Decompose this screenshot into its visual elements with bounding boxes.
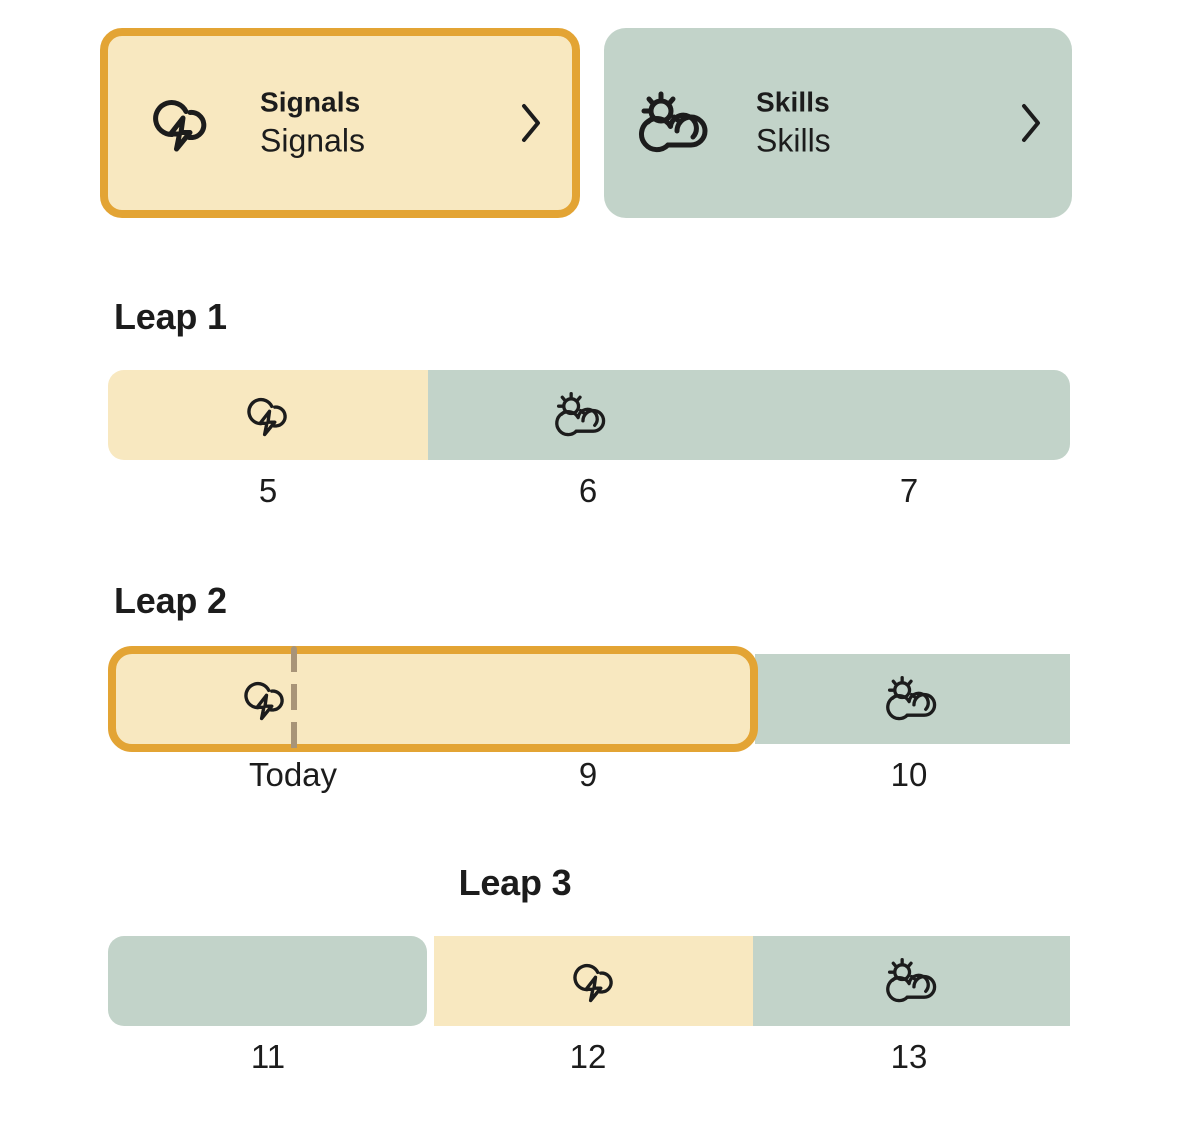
leap-2-title: Leap 2: [114, 580, 227, 621]
category-card-skills-title: Skills: [756, 86, 830, 118]
today-marker-line: [291, 646, 297, 752]
category-card-signals-title: Signals: [260, 86, 361, 118]
category-card-signals-subtitle: Signals: [260, 122, 365, 159]
sun-behind-cloud-icon: [634, 84, 712, 162]
category-card-row: Signals Signals Skills Skil: [0, 0, 1177, 250]
cloud-lightning-icon: [142, 84, 220, 162]
leap-1-label-1: 5: [258, 472, 278, 509]
category-card-signals-text: Signals Signals: [260, 87, 365, 160]
leap-3-segment-3[interactable]: [753, 936, 1070, 1026]
leap-2-label-1: Today: [248, 756, 338, 793]
leap-1-labels: 5 6 7: [0, 472, 1177, 518]
category-card-skills-subtitle: Skills: [756, 122, 831, 159]
category-card-signals[interactable]: Signals Signals: [100, 28, 580, 218]
sun-behind-cloud-icon: [552, 388, 608, 442]
leap-1-label-3: 7: [899, 472, 919, 509]
sun-behind-cloud-icon: [883, 954, 939, 1008]
leap-3-label-2: 12: [569, 1038, 607, 1075]
leap-2-segment-2[interactable]: [755, 654, 1070, 744]
leap-3-segment-2[interactable]: [434, 936, 753, 1026]
leap-1-segment-1[interactable]: [108, 370, 428, 460]
leap-1-segment-2[interactable]: [428, 370, 1070, 460]
leap-2-label-2: 9: [578, 756, 598, 793]
sun-behind-cloud-icon: [883, 672, 939, 726]
category-card-skills-text: Skills Skills: [756, 87, 831, 160]
leap-2-labels: Today 9 10: [0, 756, 1177, 802]
category-card-skills[interactable]: Skills Skills: [604, 28, 1072, 218]
cloud-lightning-icon: [241, 388, 295, 442]
leap-1-title: Leap 1: [114, 296, 227, 337]
leap-1-track: [108, 370, 1070, 460]
chevron-right-icon[interactable]: [1014, 100, 1048, 146]
leap-2-segment-1-selected[interactable]: [108, 646, 758, 752]
leap-2-label-3: 10: [890, 756, 928, 793]
cloud-lightning-icon: [567, 954, 621, 1008]
chevron-right-icon[interactable]: [514, 100, 548, 146]
leap-1-label-2: 6: [578, 472, 598, 509]
leap-3-segment-1[interactable]: [108, 936, 427, 1026]
cloud-lightning-icon: [238, 672, 292, 726]
leap-2-track: [108, 646, 1070, 752]
leap-3-label-1: 11: [250, 1038, 286, 1075]
leap-3-label-3: 13: [890, 1038, 928, 1075]
leap-3-track: [108, 936, 1070, 1026]
leap-3-title: Leap 3: [458, 862, 572, 903]
leap-3-labels: 11 12 13: [0, 1038, 1177, 1084]
